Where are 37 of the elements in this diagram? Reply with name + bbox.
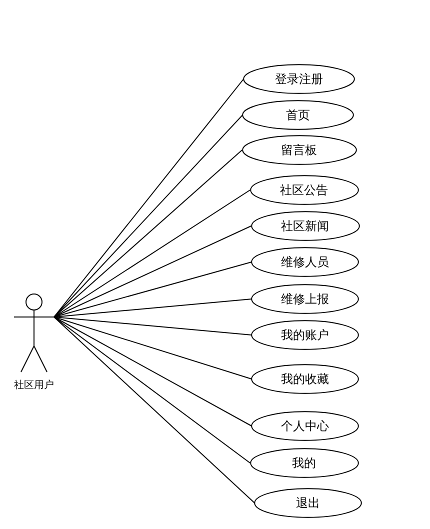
- use-case-ellipse: [251, 284, 359, 314]
- use-case-ellipse: [251, 364, 359, 394]
- association-line: [54, 114, 244, 318]
- use-case-label: 留言板: [281, 142, 317, 158]
- use-case-ellipse: [243, 64, 355, 94]
- association-line: [54, 316, 252, 426]
- use-case-label: 维修人员: [281, 254, 329, 270]
- association-line: [54, 190, 251, 318]
- use-case-label: 个人中心: [281, 418, 329, 434]
- use-case-label: 登录注册: [275, 70, 323, 88]
- association-line: [54, 150, 243, 318]
- association-line: [54, 316, 251, 464]
- use-case-label: 退出: [296, 494, 320, 512]
- use-case-ellipse: [254, 488, 362, 518]
- association-line: [54, 298, 252, 318]
- association-line: [54, 226, 252, 318]
- use-case-label: 首页: [286, 106, 310, 124]
- actor-label: 社区用户: [14, 378, 54, 392]
- use-case-ellipse: [250, 211, 360, 241]
- use-case-ellipse: [242, 135, 356, 165]
- use-case-ellipse: [242, 100, 354, 130]
- association-line: [54, 316, 256, 504]
- use-case-label: 社区新闻: [281, 218, 329, 234]
- use-case-ellipse: [251, 411, 359, 441]
- use-case-ellipse: [250, 175, 358, 205]
- use-case-label: 我的: [292, 454, 316, 472]
- association-line: [54, 78, 244, 318]
- use-case-label: 我的收藏: [281, 370, 329, 388]
- use-case-label: 社区公告: [280, 182, 328, 198]
- association-line: [54, 316, 252, 336]
- association-line: [54, 316, 252, 380]
- use-case-label: 维修上报: [281, 290, 329, 308]
- association-line: [54, 262, 252, 318]
- use-case-ellipse: [250, 448, 358, 478]
- use-case-label: 我的账户: [281, 326, 329, 344]
- use-case-ellipse: [251, 247, 359, 277]
- use-case-ellipse: [251, 320, 359, 350]
